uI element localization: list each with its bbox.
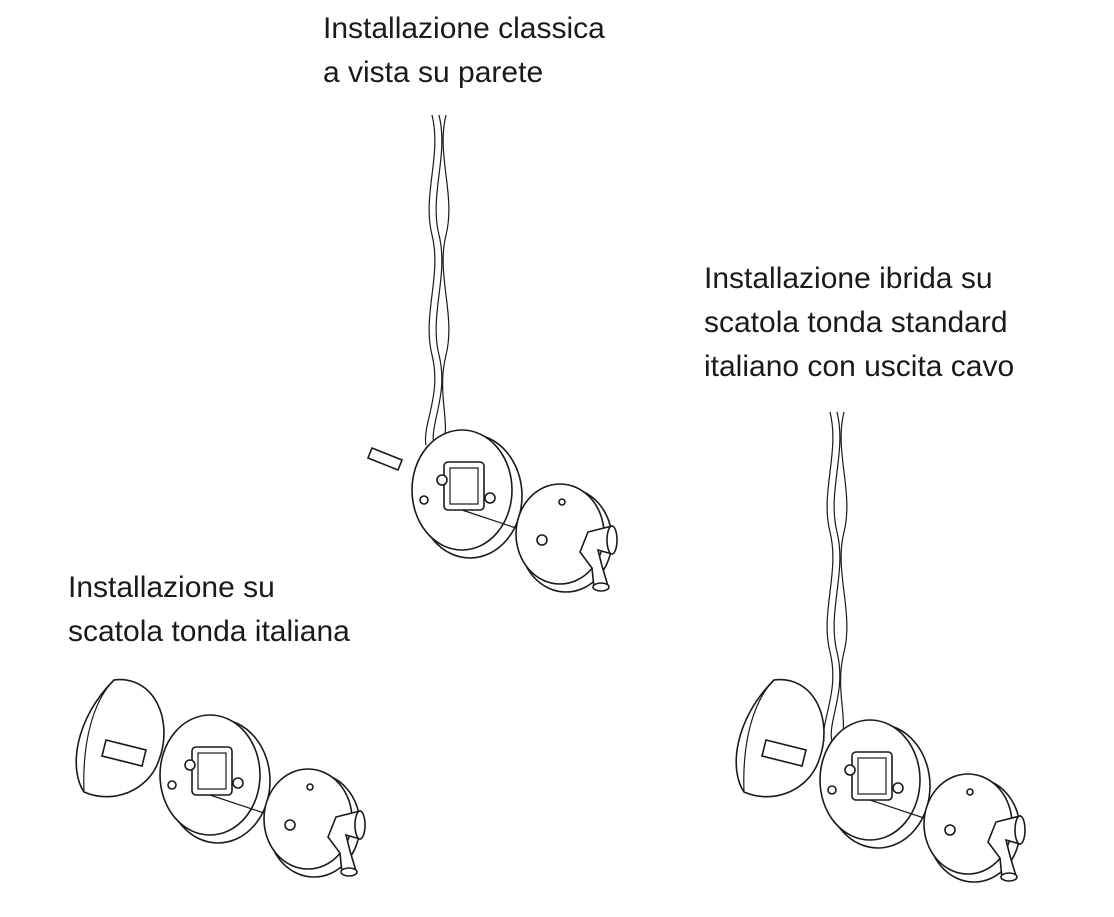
round-box-installation-drawing	[75, 678, 366, 878]
label-line: scatola tonda italiana	[68, 615, 350, 648]
hybrid-installation-drawing	[735, 411, 1026, 883]
label-line: Installazione su	[68, 571, 275, 604]
label-line: scatola tonda standard	[704, 306, 1008, 339]
label-hybrid-installation: Installazione ibrida su scatola tonda st…	[704, 257, 1014, 389]
label-line: italiano con uscita cavo	[704, 350, 1015, 383]
wall-plug-icon	[366, 446, 404, 472]
label-line: Installazione ibrida su	[704, 262, 993, 295]
classic-wall-installation-drawing	[366, 114, 618, 593]
label-round-box-installation: Installazione su scatola tonda italiana	[68, 566, 350, 654]
label-line: Installazione classica	[323, 12, 605, 45]
label-line: a vista su parete	[323, 56, 544, 89]
label-classic-installation: Installazione classica a vista su parete	[323, 7, 605, 95]
